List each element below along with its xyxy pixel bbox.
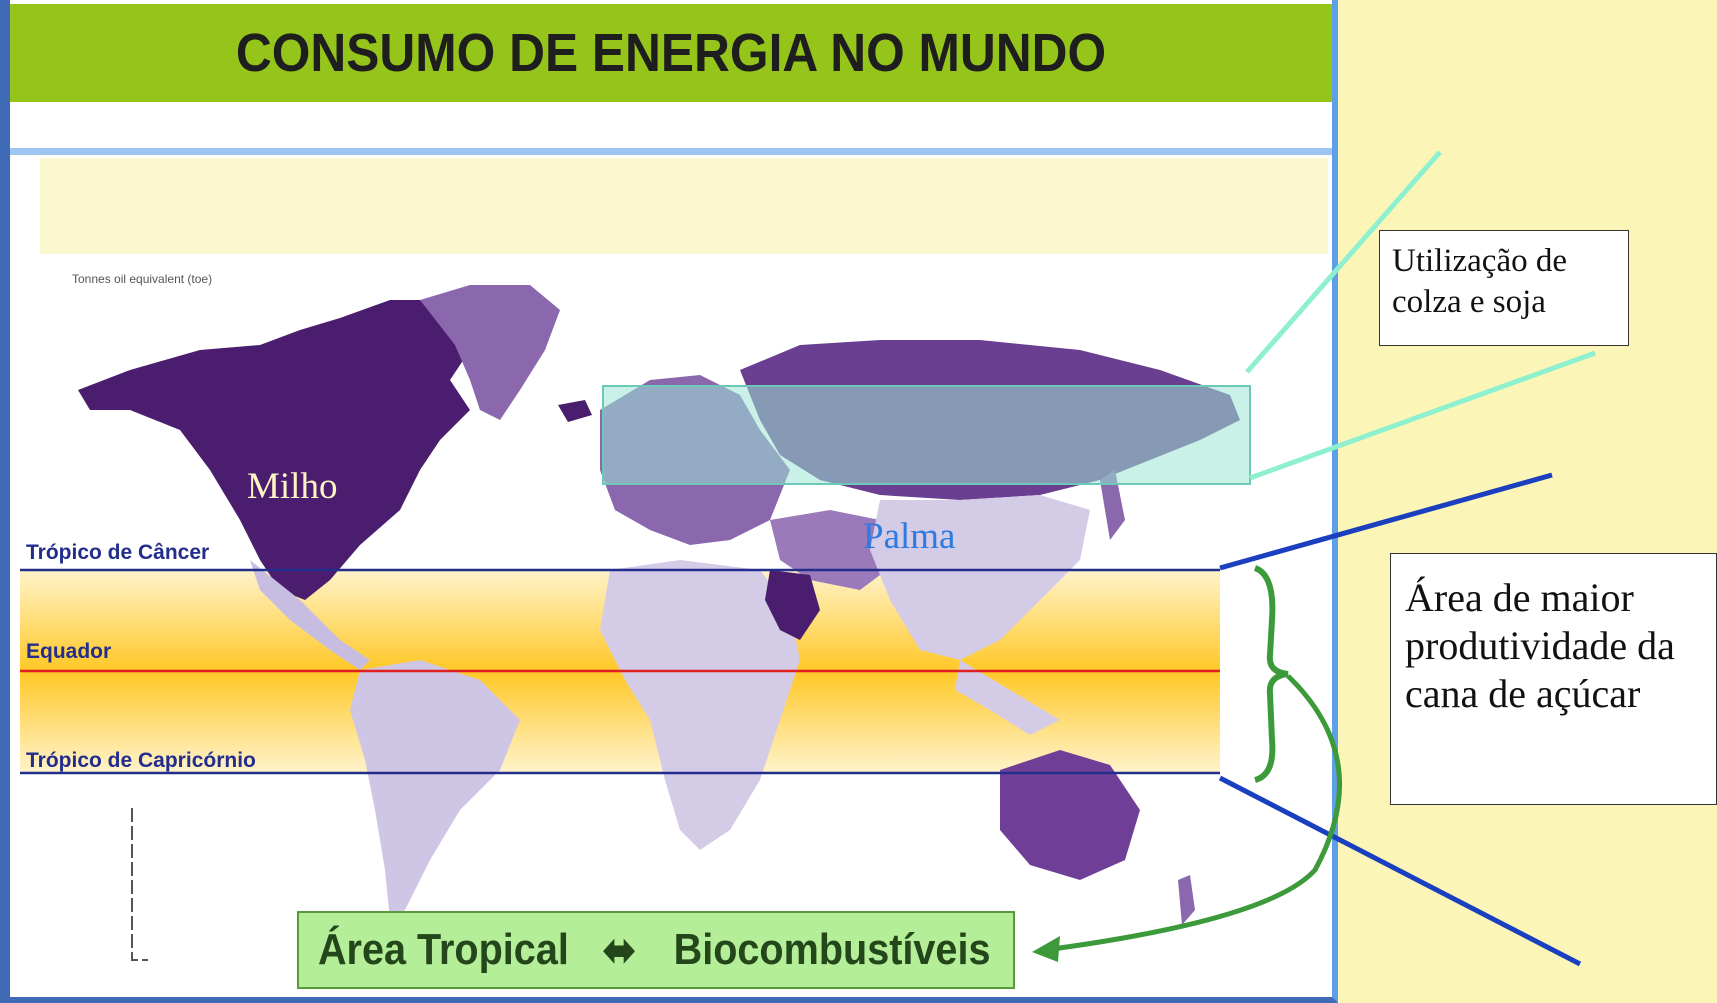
- region-asia: [870, 495, 1090, 660]
- title-bar: CONSUMO DE ENERGIA NO MUNDO: [10, 4, 1332, 102]
- bottom-banner: Área Tropical ⬌ Biocombustíveis: [297, 911, 1015, 989]
- header-divider: [10, 148, 1332, 155]
- region-new-zealand: [1178, 875, 1195, 925]
- region-south-america: [350, 660, 520, 920]
- callout-cana-acucar: Área de maior produtividade da cana de a…: [1390, 553, 1717, 805]
- double-arrow-icon: ⬌: [602, 925, 636, 975]
- banner-right-text: Biocombustíveis: [673, 925, 991, 974]
- page-title: CONSUMO DE ENERGIA NO MUNDO: [235, 23, 1107, 83]
- region-southeast-asia: [955, 660, 1060, 735]
- label-equator: Equador: [26, 640, 112, 663]
- region-africa: [600, 560, 800, 850]
- label-tropic-cancer: Trópico de Câncer: [26, 541, 210, 564]
- region-greenland: [420, 285, 560, 420]
- region-saudi-arabia: [765, 570, 820, 640]
- region-north-america: [78, 300, 470, 600]
- banner-left-text: Área Tropical: [318, 925, 569, 974]
- region-japan: [1100, 470, 1125, 540]
- label-milho: Milho: [247, 466, 338, 507]
- callout-colza-soja: Utilização de colza e soja: [1379, 230, 1629, 346]
- region-central-america: [250, 560, 370, 670]
- legend-unit-label: Tonnes oil equivalent (toe): [72, 272, 213, 286]
- label-palma: Palma: [863, 516, 956, 557]
- scale-marker: [131, 808, 148, 961]
- region-iceland: [558, 400, 592, 422]
- world-map: [20, 285, 1251, 961]
- label-tropic-capricorn: Trópico de Capricórnio: [26, 749, 256, 772]
- legend-placeholder-box: [40, 158, 1328, 254]
- northern-highlight: [602, 385, 1251, 485]
